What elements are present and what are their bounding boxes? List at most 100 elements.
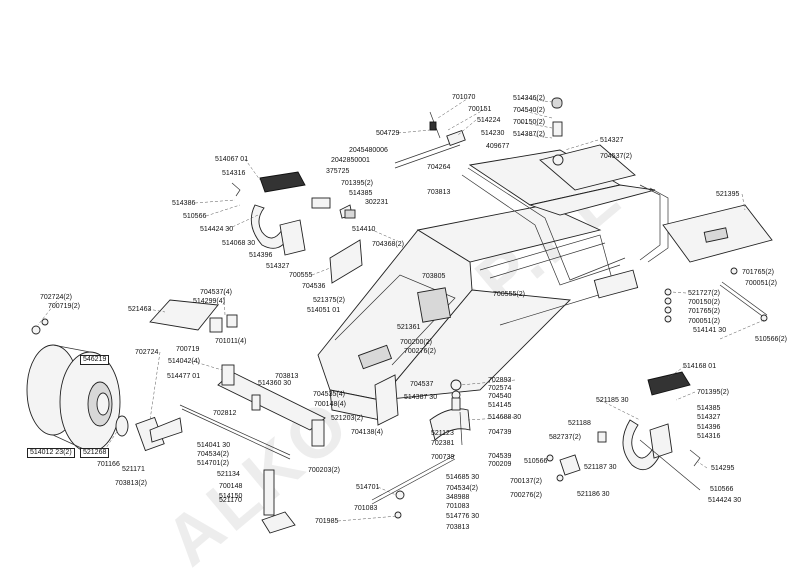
chassis-frame	[317, 204, 602, 426]
part-number-label: 514685 30	[446, 474, 480, 481]
part-number-label: 700148(4)	[314, 401, 346, 408]
part-number-label: 521375(2)	[313, 297, 345, 304]
part-number-label: 514701	[356, 484, 380, 491]
part-number-label: 514424 30	[200, 226, 234, 233]
front-axle	[179, 314, 326, 460]
drive-pedal	[622, 371, 701, 491]
part-number-label: 701083	[446, 503, 470, 510]
part-number-label: 700555	[289, 272, 313, 279]
part-number-label: 704537(2)	[600, 153, 632, 160]
part-number-label: 510566	[524, 458, 548, 465]
part-number-label: 514316	[222, 170, 246, 177]
part-number-label: 521187 30	[584, 464, 617, 471]
part-number-label: 704535(4)	[313, 391, 345, 398]
boxed-part-number-label: 546219	[80, 355, 110, 365]
part-number-label: 521186 30	[577, 491, 610, 498]
part-number-label: 704534(2)	[446, 485, 478, 492]
part-number-label: 704540	[488, 393, 512, 400]
part-number-label: 514141 30	[693, 327, 727, 334]
upper-frame	[461, 97, 669, 326]
brake-pedal	[231, 171, 306, 256]
part-number-label: 702893	[488, 377, 512, 384]
part-number-label: 703813	[427, 189, 451, 196]
part-number-label: 700148	[219, 483, 243, 490]
part-number-label: 514327	[697, 414, 721, 421]
part-number-label: 703813(2)	[115, 480, 147, 487]
part-number-label: 514042(4)	[168, 358, 200, 365]
part-number-label: 701395(2)	[341, 180, 373, 187]
steering-shaft	[394, 111, 466, 169]
part-number-label: 521134	[217, 471, 240, 478]
part-number-label: 704534(2)	[197, 451, 229, 458]
part-number-label: 514387(2)	[513, 131, 545, 138]
part-number-label: 700276(2)	[404, 348, 436, 355]
cover-plates	[149, 197, 363, 331]
part-number-label: 701765(2)	[742, 269, 774, 276]
boxed-part-number-label: 514012 23(2)	[27, 448, 75, 458]
part-number-label: 704539	[488, 453, 512, 460]
part-number-label: 514316	[697, 433, 721, 440]
part-number-label: 514346(2)	[513, 95, 545, 102]
part-number-label: 701765(2)	[688, 308, 720, 315]
part-number-label: 701985	[315, 518, 339, 525]
part-number-label: 514360 30	[258, 380, 292, 387]
part-number-label: 514067 01	[215, 156, 249, 163]
part-number-label: 409677	[486, 143, 510, 150]
engine-plate	[662, 204, 773, 319]
rear-linkage	[546, 267, 768, 482]
part-number-label: 375725	[326, 168, 350, 175]
part-number-label: 702574	[488, 385, 512, 392]
part-number-label: 703813	[275, 373, 299, 380]
part-number-label: 704536	[302, 283, 326, 290]
part-number-label: 521203(2)	[331, 415, 363, 422]
part-number-label: 700719(2)	[48, 303, 80, 310]
part-number-label: 2045480006	[349, 147, 388, 154]
part-number-label: 302231	[365, 199, 389, 206]
part-number-label: 514327	[600, 137, 624, 144]
part-number-label: 514410	[352, 226, 376, 233]
steering-sector	[429, 379, 471, 446]
tie-rod	[371, 454, 456, 519]
part-number-label: 514387 30	[404, 394, 438, 401]
part-number-label: 521395	[716, 191, 740, 198]
part-number-label: 514145	[488, 402, 512, 409]
part-number-label: 514068 30	[222, 240, 256, 247]
part-number-label: 702812	[213, 410, 237, 417]
part-number-label: 700203(2)	[308, 467, 340, 474]
part-number-label: 514150	[219, 493, 243, 500]
diagram-drawing	[26, 96, 773, 534]
part-number-label: 702724(2)	[40, 294, 72, 301]
front-wheel	[26, 318, 129, 453]
part-number-label: 514396	[697, 424, 721, 431]
part-number-label: 700051(2)	[688, 318, 720, 325]
part-number-label: 514224	[477, 117, 501, 124]
part-number-label: 521361	[397, 324, 421, 331]
part-number-label: 700137(2)	[510, 478, 542, 485]
part-number-label: 700150(2)	[688, 299, 720, 306]
part-number-label: 700719	[176, 346, 200, 353]
part-number-label: 521463	[128, 306, 152, 313]
part-number-label: 700555(2)	[493, 291, 525, 298]
part-number-label: 521188	[568, 420, 591, 427]
part-number-label: 521171	[122, 466, 145, 473]
part-number-label: 510566(2)	[755, 336, 787, 343]
part-number-label: 521727(2)	[688, 290, 720, 297]
part-number-label: 704540(2)	[513, 107, 545, 114]
part-number-label: 702381	[431, 440, 455, 447]
part-number-label: 700209	[488, 461, 512, 468]
part-number-label: 700051(2)	[745, 280, 777, 287]
part-number-label: 514327	[266, 263, 290, 270]
part-number-label: 510566	[183, 213, 207, 220]
part-number-label: 514295	[711, 465, 735, 472]
part-number-label: 521123	[431, 430, 454, 437]
part-number-label: 702724	[135, 349, 159, 356]
part-number-label: 514396	[249, 252, 273, 259]
part-number-label: 514168 01	[683, 363, 717, 370]
part-number-label: 514299(4)	[193, 298, 225, 305]
part-number-label: 582737(2)	[549, 434, 581, 441]
part-number-label: 514776 30	[446, 513, 480, 520]
part-number-label: 701395(2)	[697, 389, 729, 396]
part-number-label: 700200(2)	[400, 339, 432, 346]
leader-lines	[37, 96, 765, 522]
steering-knuckle	[135, 416, 296, 534]
